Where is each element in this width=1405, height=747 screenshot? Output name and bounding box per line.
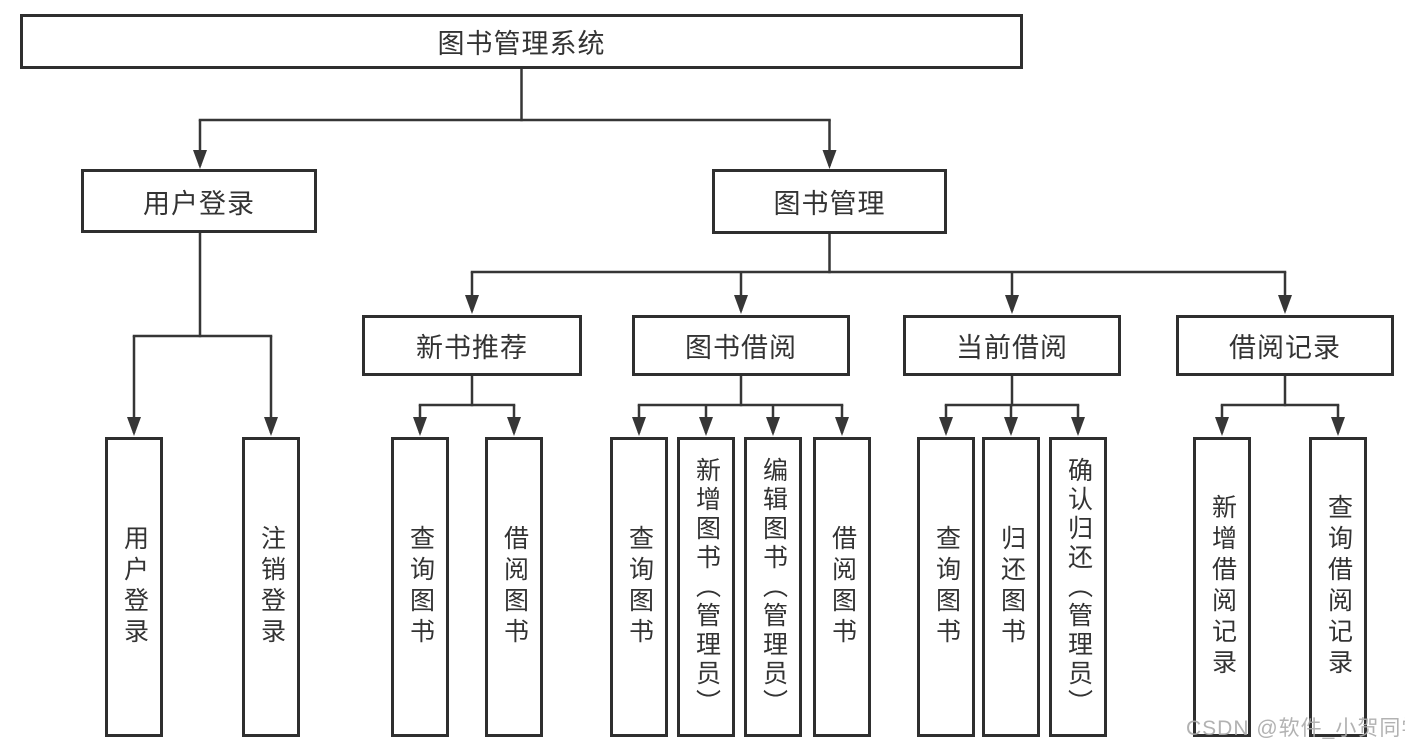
node-new-book-recommend: 新书推荐 — [362, 315, 582, 376]
leaf-confirm-return-admin: 确认归还（管理员） — [1049, 437, 1107, 737]
leaf-user-login: 用户登录 — [105, 437, 163, 737]
watermark-text: CSDN @软件_小贺同学 — [1186, 717, 1405, 740]
leaf-query-book-recommend: 查询图书 — [391, 437, 449, 737]
leaf-add-borrow-record: 新增借阅记录 — [1193, 437, 1251, 737]
leaf-query-borrow-record: 查询借阅记录 — [1309, 437, 1367, 737]
node-user-login: 用户登录 — [81, 169, 317, 233]
node-borrow-records: 借阅记录 — [1176, 315, 1394, 376]
node-book-management: 图书管理 — [712, 169, 947, 234]
node-book-borrow: 图书借阅 — [632, 315, 850, 376]
leaf-query-book-current: 查询图书 — [917, 437, 975, 737]
leaf-borrow-book-recommend: 借阅图书 — [485, 437, 543, 737]
node-current-borrow: 当前借阅 — [903, 315, 1121, 376]
leaf-query-book-borrow: 查询图书 — [610, 437, 668, 737]
connector-arrow-segments — [127, 120, 1345, 436]
leaf-borrow-book: 借阅图书 — [813, 437, 871, 737]
leaf-logout: 注销登录 — [242, 437, 300, 737]
node-library-management-system: 图书管理系统 — [20, 14, 1023, 69]
leaf-edit-book-admin: 编辑图书（管理员） — [744, 437, 802, 737]
leaf-return-book: 归还图书 — [982, 437, 1040, 737]
leaf-add-book-admin: 新增图书（管理员） — [677, 437, 735, 737]
